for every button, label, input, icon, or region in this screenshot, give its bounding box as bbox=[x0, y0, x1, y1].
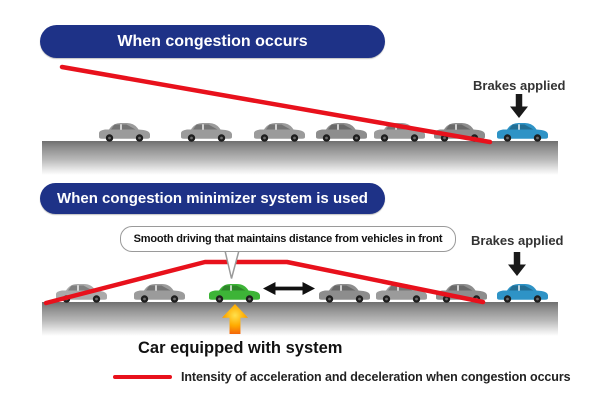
car-equipped-label: Car equipped with system bbox=[138, 339, 343, 357]
panel2-title-banner: When congestion minimizer system is used bbox=[40, 183, 385, 214]
car-gray bbox=[251, 120, 307, 142]
distance-double-arrow-icon bbox=[263, 282, 315, 295]
car-gray-dark bbox=[313, 120, 369, 142]
panel1-brakes-label: Brakes applied bbox=[473, 78, 566, 93]
car-gray bbox=[96, 120, 152, 142]
panel1-title: When congestion occurs bbox=[117, 32, 308, 50]
smooth-driving-callout: Smooth driving that maintains distance f… bbox=[120, 226, 456, 252]
panel2-brakes-label: Brakes applied bbox=[471, 233, 564, 248]
car-gray-dark bbox=[431, 120, 487, 142]
car-green bbox=[206, 281, 262, 303]
car-gray bbox=[131, 281, 187, 303]
car-gray bbox=[373, 281, 429, 303]
road-panel1 bbox=[42, 141, 558, 175]
brakes-down-arrow-icon bbox=[510, 94, 528, 118]
car-gray-dark bbox=[433, 281, 489, 303]
callout-tail bbox=[223, 248, 241, 279]
legend-label: Intensity of acceleration and decelerati… bbox=[181, 370, 571, 384]
panel2-title: When congestion minimizer system is used bbox=[57, 190, 368, 207]
car-gray bbox=[178, 120, 234, 142]
car-blue bbox=[494, 120, 550, 142]
car-blue bbox=[494, 281, 550, 303]
car-gray-light bbox=[53, 281, 109, 303]
legend-red-line-icon bbox=[113, 375, 172, 379]
road-panel2 bbox=[42, 302, 558, 336]
car-gray bbox=[371, 120, 427, 142]
brakes-down-arrow-icon bbox=[508, 252, 526, 276]
panel1-title-banner: When congestion occurs bbox=[40, 25, 385, 58]
legend: Intensity of acceleration and decelerati… bbox=[113, 370, 593, 384]
car-gray-dark bbox=[316, 281, 372, 303]
